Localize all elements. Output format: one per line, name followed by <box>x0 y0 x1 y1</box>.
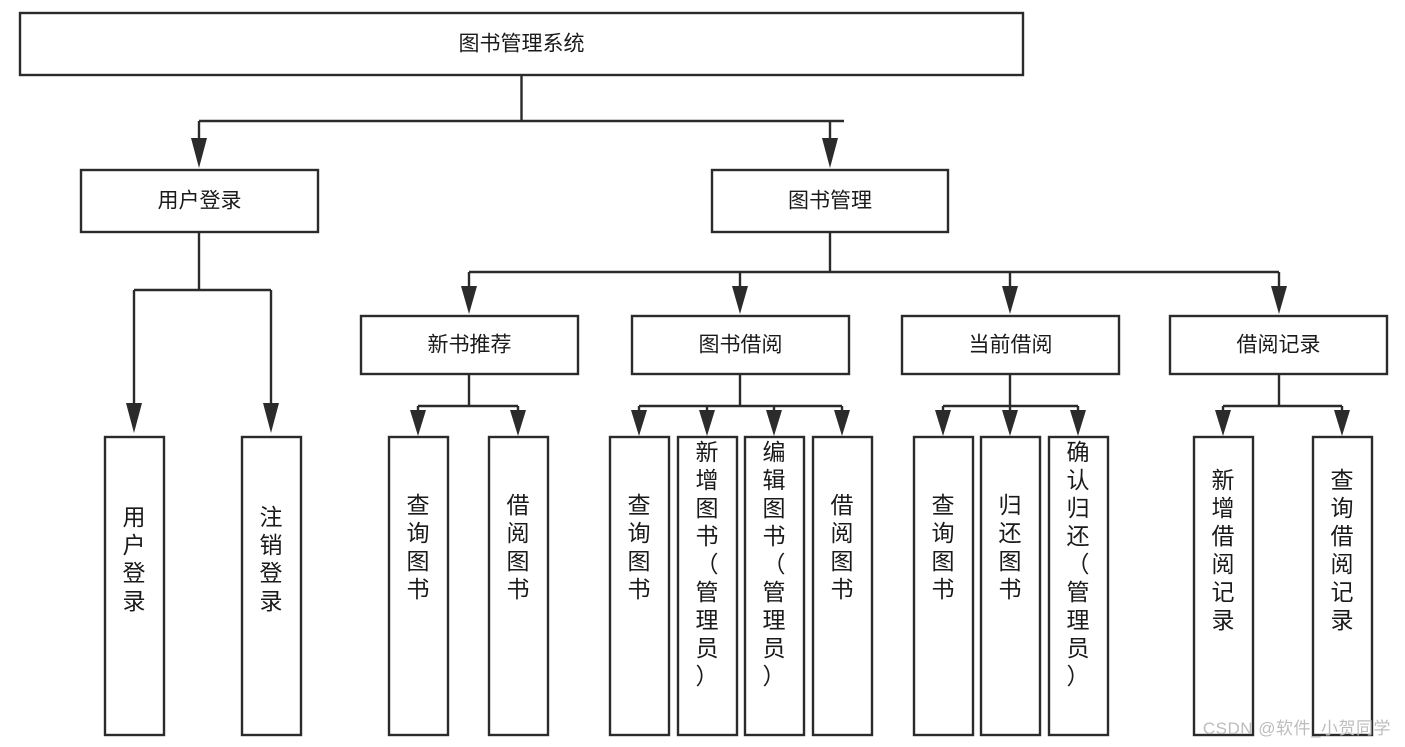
leaf-newbook-borrow-label: 借阅图书 <box>507 492 530 602</box>
leaf-user-login-logout-box <box>240 435 303 737</box>
leaf-record-add-box <box>1192 435 1255 737</box>
leaf-borrow-borrow-label: 借阅图书 <box>831 492 854 602</box>
node-user-login[interactable]: 用户登录 <box>79 168 320 234</box>
node-book-borrow-box <box>630 314 851 376</box>
node-current-borrow-box <box>900 314 1121 376</box>
leaf-current-query-label: 查询图书 <box>932 492 955 602</box>
leaf-current-return-box <box>979 435 1042 737</box>
arrowhead-book-management <box>822 138 838 168</box>
csdn-watermark: CSDN @软件_小贺同学 <box>1202 719 1391 738</box>
leaf-record-query-box <box>1311 435 1374 737</box>
leaf-borrow-query-box <box>608 435 671 737</box>
leaf-current-query-box <box>912 435 975 737</box>
leaf-newbook-borrow[interactable]: 借阅图书 <box>487 435 550 737</box>
node-user-login-box <box>79 168 320 234</box>
leaf-current-return-label: 归还图书 <box>999 492 1022 602</box>
leaf-current-return[interactable]: 归还图书 <box>979 435 1042 737</box>
arrowhead-leaf-user-login <box>126 403 142 433</box>
leaf-user-login-logout-label: 注销登录 <box>260 504 283 614</box>
arrowhead-user-login <box>191 138 207 168</box>
node-borrow-record-box <box>1168 314 1389 376</box>
leaf-borrow-add-label: 新增图书（管理员） <box>696 439 719 689</box>
leaf-newbook-query[interactable]: 查询图书 <box>387 435 450 737</box>
arrowhead-borrow-leaf-1 <box>631 410 647 436</box>
leaf-newbook-query-label: 查询图书 <box>407 492 430 602</box>
leaf-current-query[interactable]: 查询图书 <box>912 435 975 737</box>
node-root-system[interactable]: 图书管理系统 <box>18 11 1025 77</box>
node-new-book-recommend[interactable]: 新书推荐 <box>359 314 580 376</box>
leaf-borrow-add-box <box>676 435 739 737</box>
leaf-borrow-borrow[interactable]: 借阅图书 <box>811 435 874 737</box>
node-current-borrow-label: 当前借阅 <box>969 334 1053 357</box>
arrowhead-record-leaf-2 <box>1334 410 1350 436</box>
arrowhead-newbook-leaf-2 <box>510 410 526 436</box>
leaf-borrow-edit[interactable]: 编辑图书（管理员） <box>743 435 806 737</box>
node-current-borrow[interactable]: 当前借阅 <box>900 314 1121 376</box>
leaf-newbook-query-box <box>387 435 450 737</box>
leaf-record-add-label: 新增借阅记录 <box>1212 467 1235 633</box>
leaf-current-confirm-return-label: 确认归还（管理员） <box>1067 439 1090 689</box>
leaf-borrow-query[interactable]: 查询图书 <box>608 435 671 737</box>
node-book-borrow-label: 图书借阅 <box>699 334 783 357</box>
arrowhead-current-leaf-1 <box>935 410 951 436</box>
leaf-record-add[interactable]: 新增借阅记录 <box>1192 435 1255 737</box>
leaf-user-login-logout[interactable]: 注销登录 <box>240 435 303 737</box>
arrowhead-current-leaf-3 <box>1070 410 1086 436</box>
arrowhead-borrow-leaf-3 <box>766 410 782 436</box>
node-new-book-recommend-box <box>359 314 580 376</box>
node-root-box <box>18 11 1025 77</box>
leaf-user-login-login-label: 用户登录 <box>123 504 146 614</box>
arrowhead-current-leaf-2 <box>1002 410 1018 436</box>
leaf-record-query[interactable]: 查询借阅记录 <box>1311 435 1374 737</box>
leaf-borrow-borrow-box <box>811 435 874 737</box>
arrowhead-newbook-leaf-1 <box>410 410 426 436</box>
leaf-borrow-edit-box <box>743 435 806 737</box>
leaf-current-confirm-return-box <box>1047 435 1110 737</box>
node-book-management-box <box>710 168 950 234</box>
arrowhead-current-borrow <box>1002 286 1018 314</box>
arrowhead-new-book <box>461 286 477 314</box>
connector-group <box>126 75 1350 436</box>
arrowhead-leaf-logout <box>263 403 279 433</box>
arrowhead-borrow-record <box>1271 286 1287 314</box>
arrowhead-borrow-leaf-4 <box>834 410 850 436</box>
leaf-borrow-edit-label: 编辑图书（管理员） <box>763 439 786 689</box>
node-book-borrow[interactable]: 图书借阅 <box>630 314 851 376</box>
leaf-user-login-login[interactable]: 用户登录 <box>103 435 166 737</box>
node-root-label: 图书管理系统 <box>459 33 585 56</box>
arrowhead-book-borrow <box>732 286 748 314</box>
node-book-management-label: 图书管理 <box>788 190 872 213</box>
leaf-current-confirm-return[interactable]: 确认归还（管理员） <box>1047 435 1110 737</box>
leaf-borrow-query-label: 查询图书 <box>628 492 651 602</box>
node-book-management[interactable]: 图书管理 <box>710 168 950 234</box>
node-borrow-record-label: 借阅记录 <box>1237 334 1321 357</box>
node-new-book-recommend-label: 新书推荐 <box>428 334 512 357</box>
leaf-newbook-borrow-box <box>487 435 550 737</box>
leaf-user-login-login-box <box>103 435 166 737</box>
node-borrow-record[interactable]: 借阅记录 <box>1168 314 1389 376</box>
arrowhead-borrow-leaf-2 <box>699 410 715 436</box>
leaf-borrow-add[interactable]: 新增图书（管理员） <box>676 435 739 737</box>
arrowhead-record-leaf-1 <box>1215 410 1231 436</box>
leaf-record-query-label: 查询借阅记录 <box>1331 467 1354 633</box>
node-user-login-label: 用户登录 <box>158 190 242 213</box>
